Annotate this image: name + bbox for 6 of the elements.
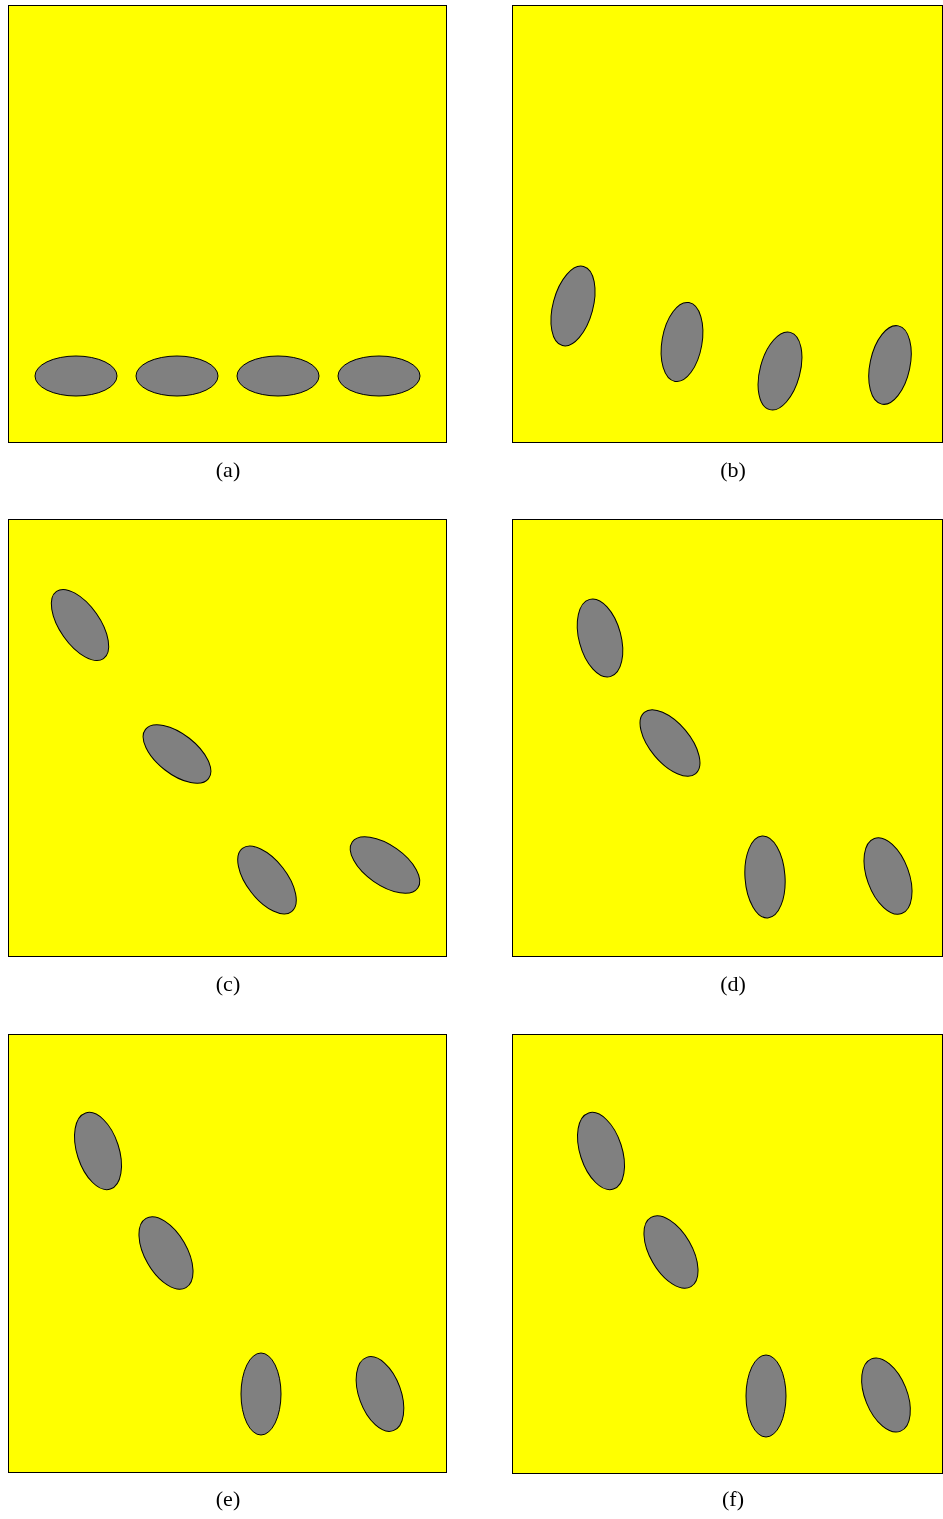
panel-caption: (e) <box>215 1486 241 1512</box>
panel-caption: (a) <box>215 457 241 483</box>
panel-caption: (c) <box>215 971 241 997</box>
panel-caption: (d) <box>720 971 746 997</box>
panel-caption: (b) <box>720 457 746 483</box>
panel-caption: (f) <box>722 1486 744 1512</box>
